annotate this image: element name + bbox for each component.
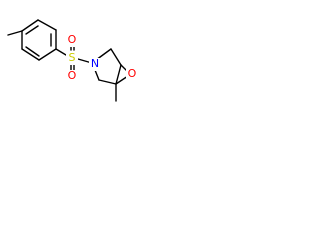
bond-c4-n — [94, 69, 100, 81]
bond-ring-inner-1 — [25, 25, 39, 35]
molecule-diagram: S O O N O — [7, 19, 138, 102]
atom-s: S — [69, 51, 76, 64]
bond-methyl-ring — [7, 30, 23, 36]
bond-ring-2 — [37, 19, 57, 31]
atom-labels: S O O N O — [66, 33, 138, 83]
atom-o2: O — [68, 69, 77, 82]
bond-c3-c4 — [98, 79, 117, 85]
bond-ring-4 — [38, 48, 57, 61]
bond-ring-inner-3 — [25, 46, 40, 57]
atom-o3: O — [128, 67, 137, 80]
atom-n: N — [91, 57, 99, 70]
bond-ring-5 — [21, 48, 40, 61]
bond-c2-c3 — [115, 64, 122, 85]
bond-ring-sulfur — [55, 48, 67, 56]
bond-ring-1 — [21, 19, 39, 32]
atom-o1: O — [68, 33, 77, 46]
bond-c1-c2 — [110, 48, 122, 66]
